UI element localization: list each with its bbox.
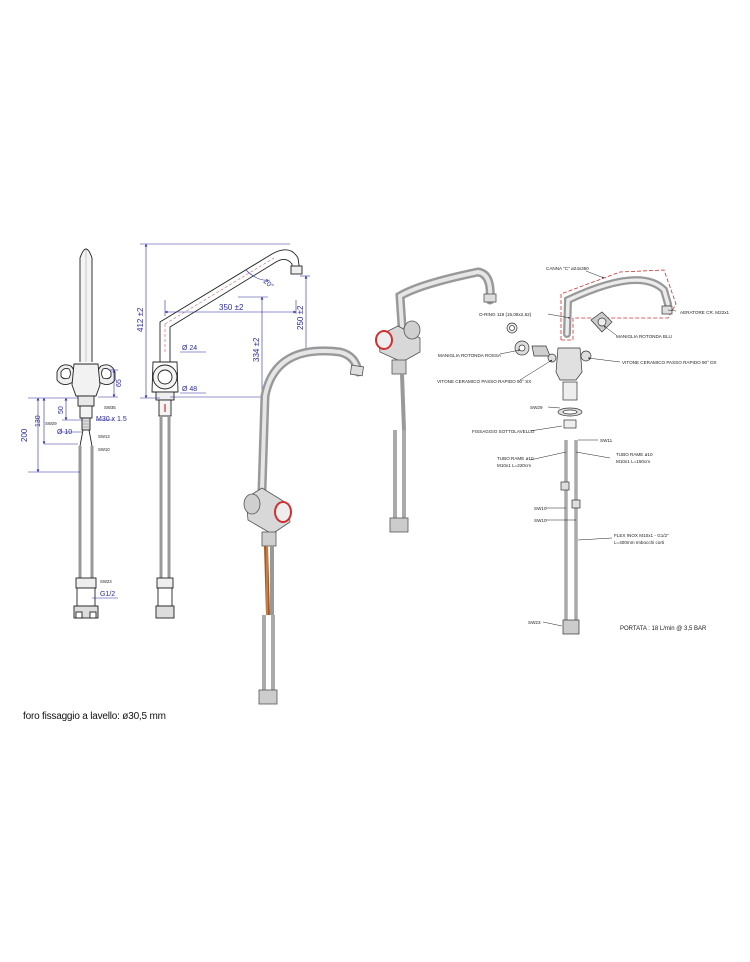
label-sw10-front: SW10 [98,447,110,452]
callout-canna: CANNA "C" ø24x350 [546,266,589,271]
callout-fissaggio: FISSAGGIO SOTTOLAVELLO [472,429,535,434]
dim-angle: 20° [262,277,275,290]
callout-tubo-left-2: M10x1 L=220cm [497,463,531,468]
dim-phi24: Ø 24 [182,345,197,352]
callout-sw23: SW23 [528,620,541,625]
callout-vitone-sx: VITONE CERAMICO PASSO RAPIDO 90° SX [437,379,531,384]
label-sw29-front: SW29 [45,421,57,426]
callout-vitone-dx: VITONE CERAMICO PASSO RAPIDO 90° DX [622,360,717,365]
callout-tubo-right-1: TUBO RAME ø10 [616,452,653,457]
dim-phi48: Ø 48 [182,386,197,393]
callout-maniglia-rossa: MANIGLIA ROTONDA ROSSA [438,353,502,358]
iso-view-b [375,267,497,533]
dim-200: 200 [20,428,29,442]
label-sw35: SW35 [104,405,116,410]
dim-412: 412 ±2 [136,307,145,332]
label-sw23-front: SW23 [100,579,112,584]
callout-oring: O-RING 119 (15,08x2,62) [479,312,532,317]
iso-view-a [243,346,364,705]
dim-g12: G1/2 [100,591,115,598]
front-view [56,248,116,619]
callout-tubo-right-2: M10x1 L=150cm [616,459,650,464]
front-left-handle [56,364,76,385]
dim-130: 130 [35,415,42,427]
callout-leaders [499,270,677,627]
callout-sw10a: SW10 [534,506,547,511]
front-dim-labels: 200 130 50 65 SW35 SW29 M30 x 1.5 Ø 10 S… [20,379,127,598]
dim-350: 350 ±2 [219,303,244,312]
callout-flex-2: L=400mm Imbocchi corti [614,540,664,545]
dim-65: 65 [116,379,123,387]
dim-phi10: Ø 10 [57,429,72,436]
mounting-hole-note: foro fissaggio a lavello: ø30,5 mm [23,711,166,722]
dim-m30: M30 x 1.5 [96,416,127,423]
callout-sw11: SW11 [600,438,613,443]
callout-flex-1: FLEX INOX M10x1 - G1/2" [614,533,669,538]
side-dimensions [140,243,310,399]
callout-sw29: SW29 [530,405,543,410]
dim-334: 334 ±2 [252,337,261,362]
callout-aeratore: AERATORE CR. M22x1 [680,310,730,315]
dim-250: 250 ±2 [296,305,305,330]
exploded-red-handle [514,340,551,357]
callout-tubo-left-1: TUBO RAME ø10 [497,456,534,461]
callout-sw10b: SW10 [534,518,547,523]
callout-labels: CANNA "C" ø24x350 AERATORE CR. M22x1 O-R… [437,266,730,632]
dim-50: 50 [58,406,65,414]
callout-maniglia-blu: MANIGLIA ROTONDA BLU [616,334,672,339]
label-sw13: SW13 [98,434,110,439]
portata-label: PORTATA : 18 L/min @ 3,5 BAR [620,626,707,632]
exploded-view [506,269,677,635]
front-dimensions [28,369,118,599]
side-view [151,249,303,619]
exploded-blue-handle [590,311,613,333]
